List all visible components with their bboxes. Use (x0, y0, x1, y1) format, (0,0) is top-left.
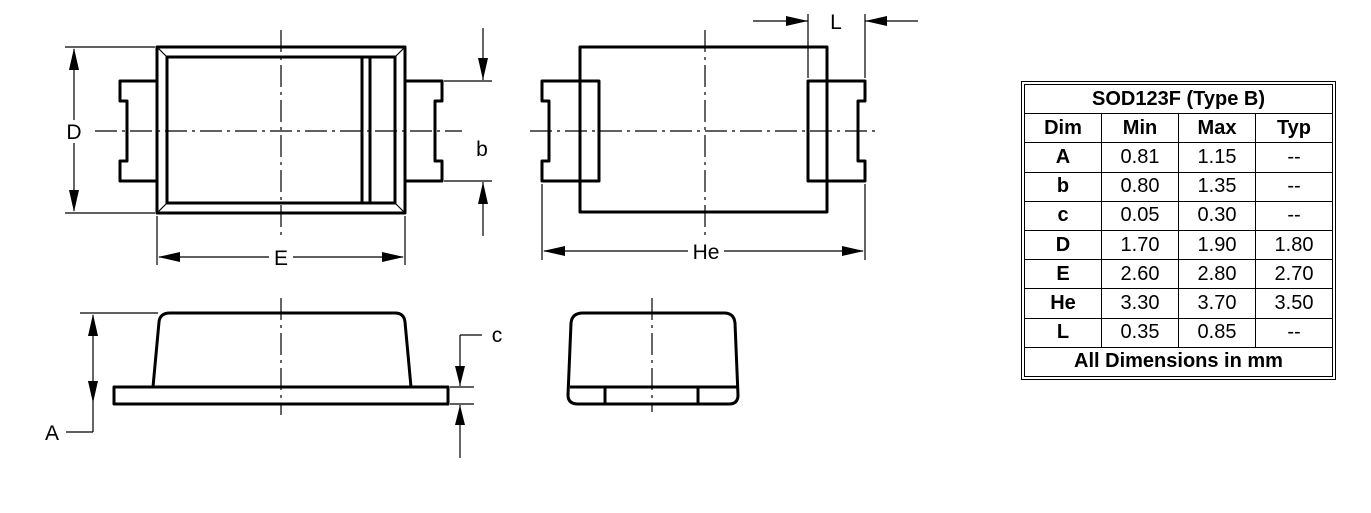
row-max: 1.15 (1178, 142, 1256, 173)
dim-label-A: A (45, 422, 59, 445)
side-view-body (151, 311, 413, 388)
dim-label-He: He (693, 241, 720, 264)
row-max: 0.85 (1178, 317, 1256, 348)
bottom-view-left-pad (540, 79, 601, 183)
dim-label-E: E (274, 247, 288, 270)
table-row: He 3.30 3.70 3.50 (1024, 288, 1333, 319)
row-min: 0.35 (1101, 317, 1179, 348)
row-min: 0.05 (1101, 200, 1179, 231)
table-row: c 0.05 0.30 -- (1024, 200, 1333, 231)
row-max: 1.35 (1178, 171, 1256, 202)
bottom-view-right-pad (806, 79, 867, 183)
header-typ: Typ (1255, 113, 1333, 144)
table-row: A 0.81 1.15 -- (1024, 142, 1333, 173)
row-typ: 2.70 (1255, 259, 1333, 290)
row-max: 0.30 (1178, 200, 1256, 231)
header-max: Max (1178, 113, 1256, 144)
table-footer: All Dimensions in mm (1024, 346, 1333, 378)
row-typ: 3.50 (1255, 288, 1333, 319)
dimension-table-grid: SOD123F (Type B) Dim Min Max Typ A 0.81 … (1024, 83, 1333, 378)
row-dim: E (1024, 259, 1102, 290)
header-dim: Dim (1024, 113, 1102, 144)
row-max: 2.80 (1178, 259, 1256, 290)
row-max: 3.70 (1178, 288, 1256, 319)
row-dim: He (1024, 288, 1102, 319)
table-row: E 2.60 2.80 2.70 (1024, 259, 1333, 290)
row-typ: -- (1255, 171, 1333, 202)
row-dim: A (1024, 142, 1102, 173)
row-max: 1.90 (1178, 229, 1256, 261)
row-min: 0.81 (1101, 142, 1179, 173)
top-view-left-lead (118, 79, 157, 183)
row-typ: -- (1255, 142, 1333, 173)
row-min: 0.80 (1101, 171, 1179, 202)
row-min: 2.60 (1101, 259, 1179, 290)
row-min: 1.70 (1101, 229, 1179, 261)
bottom-view-body (578, 45, 829, 214)
bottom-view: L He (530, 11, 918, 264)
dim-label-b: b (476, 138, 488, 161)
row-typ: -- (1255, 200, 1333, 231)
dim-label-L: L (830, 11, 842, 34)
top-view-right-lead (405, 79, 444, 183)
table-row: b 0.80 1.35 -- (1024, 171, 1333, 202)
row-dim: D (1024, 229, 1102, 261)
row-dim: b (1024, 171, 1102, 202)
end-view-body (566, 311, 740, 406)
end-view (566, 298, 740, 412)
header-min: Min (1101, 113, 1179, 144)
table-title: SOD123F (Type B) (1024, 83, 1333, 115)
row-dim: c (1024, 200, 1102, 231)
row-typ: -- (1255, 317, 1333, 348)
top-view: D b E (65, 28, 492, 270)
row-dim: L (1024, 317, 1102, 348)
table-header-row: Dim Min Max Typ (1024, 113, 1333, 144)
dim-label-D: D (66, 121, 81, 144)
dim-label-c: c (492, 324, 503, 347)
dimension-table: SOD123F (Type B) Dim Min Max Typ A 0.81 … (1021, 81, 1336, 380)
table-row: L 0.35 0.85 -- (1024, 317, 1333, 348)
row-typ: 1.80 (1255, 229, 1333, 261)
side-view: A c (45, 298, 502, 458)
table-row: D 1.70 1.90 1.80 (1024, 229, 1333, 261)
row-min: 3.30 (1101, 288, 1179, 319)
